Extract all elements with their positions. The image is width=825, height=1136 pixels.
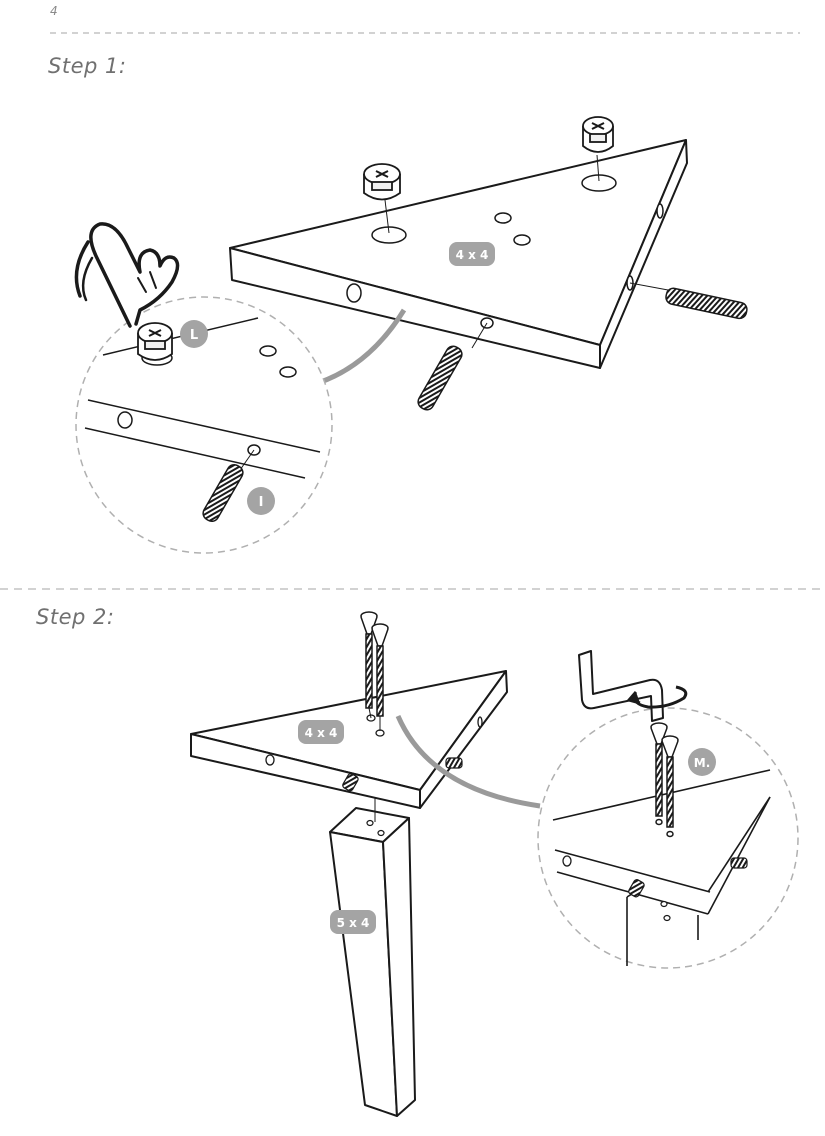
step-1-title: Step 1: — [48, 54, 127, 78]
step-1-detail-arrow — [317, 308, 407, 386]
pointing-hand-icon — [74, 222, 180, 328]
svg-text:4 x 4: 4 x 4 — [456, 248, 489, 262]
step-2-detail-dowel-front — [628, 879, 645, 898]
svg-text:M.: M. — [694, 756, 711, 770]
leg-quantity-badge: 5 x 4 — [330, 910, 376, 934]
svg-text:5 x 4: 5 x 4 — [337, 916, 370, 930]
page-number: 4 — [50, 4, 58, 18]
rotation-arrow-icon — [626, 685, 688, 709]
step-2-detail-arrow — [395, 715, 541, 809]
step-2-title: Step 2: — [36, 605, 115, 629]
dowel-detail — [202, 449, 255, 523]
step-2-dowel-side — [445, 757, 463, 769]
svg-text:I: I — [259, 495, 264, 510]
cam-lock-detail — [137, 322, 173, 361]
dowel-right — [629, 282, 748, 320]
detail-screw-right — [661, 735, 679, 838]
step-2-detail-leg-holes — [660, 900, 671, 922]
svg-text:4 x 4: 4 x 4 — [305, 726, 338, 740]
step-2-dowel-front — [342, 773, 359, 792]
dowel-bottom — [417, 322, 488, 411]
step-1-quantity-badge: 4 x 4 — [449, 242, 495, 266]
callout-badge-L: L — [180, 320, 208, 348]
cam-lock-left — [363, 163, 401, 234]
screw-right — [371, 623, 389, 731]
step-2-board-holes — [265, 714, 483, 766]
step-2-detail-circle — [537, 707, 799, 969]
screw-left — [360, 611, 378, 719]
cam-lock-right — [582, 116, 614, 182]
table-leg — [329, 807, 416, 1117]
step-2-board-quantity-badge: 4 x 4 — [298, 720, 344, 744]
svg-text:L: L — [190, 328, 198, 343]
callout-badge-I: I — [247, 487, 275, 515]
detail-screw-left — [650, 722, 668, 826]
callout-badge-M: M. — [688, 748, 716, 776]
allen-key-icon — [578, 650, 664, 722]
leg-holes — [366, 819, 385, 837]
step-2-detail-dowel-side — [730, 857, 748, 869]
step-2-detail-hole — [562, 855, 572, 867]
